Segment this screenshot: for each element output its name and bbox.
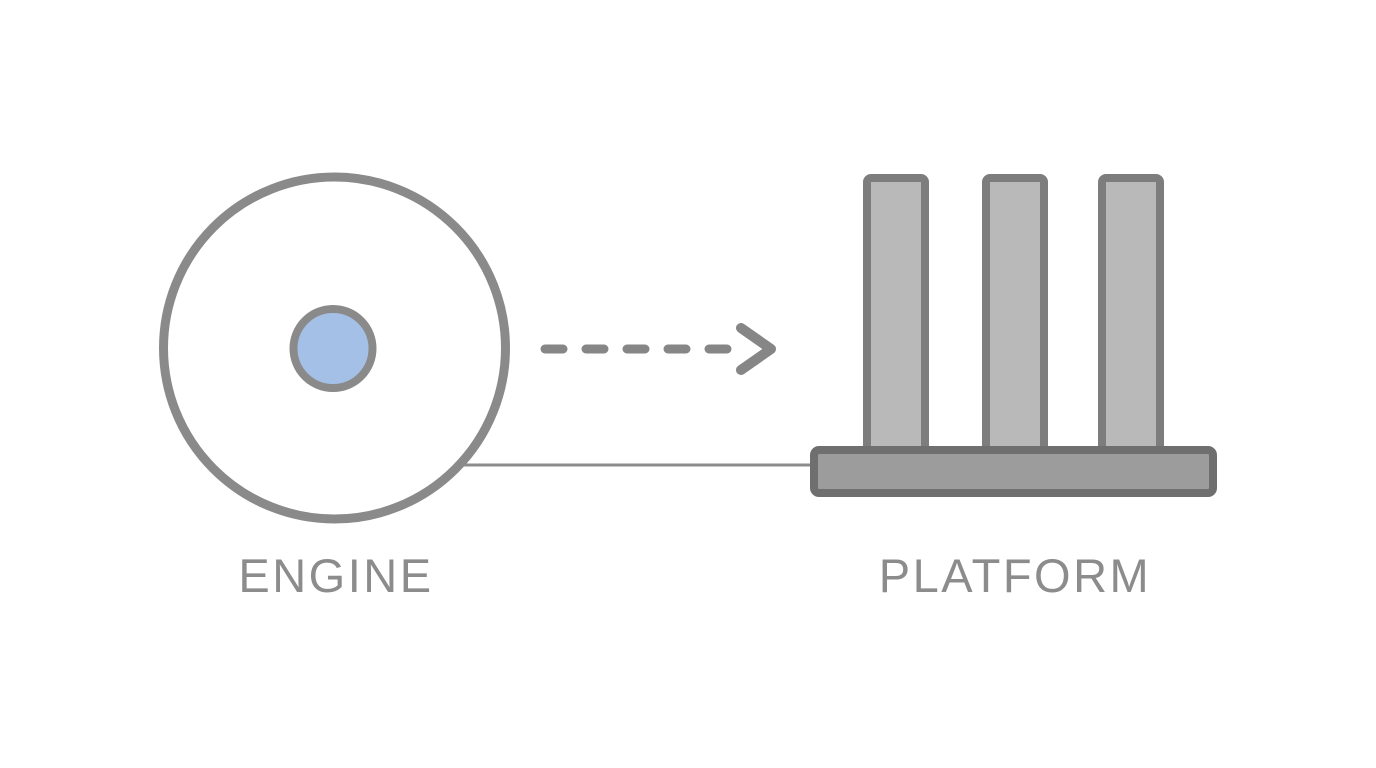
platform-bar xyxy=(982,174,1048,460)
flow-arrow-head xyxy=(736,323,776,375)
platform-label: PLATFORM xyxy=(879,549,1151,602)
engine-label: ENGINE xyxy=(238,549,433,602)
flow-arrow-icon xyxy=(540,323,776,375)
engine-node xyxy=(159,172,510,524)
platform-node xyxy=(810,174,1217,497)
platform-bar xyxy=(1098,174,1164,460)
platform-base xyxy=(810,446,1217,497)
engine-core-icon xyxy=(289,305,377,392)
platform-bar xyxy=(863,174,929,460)
